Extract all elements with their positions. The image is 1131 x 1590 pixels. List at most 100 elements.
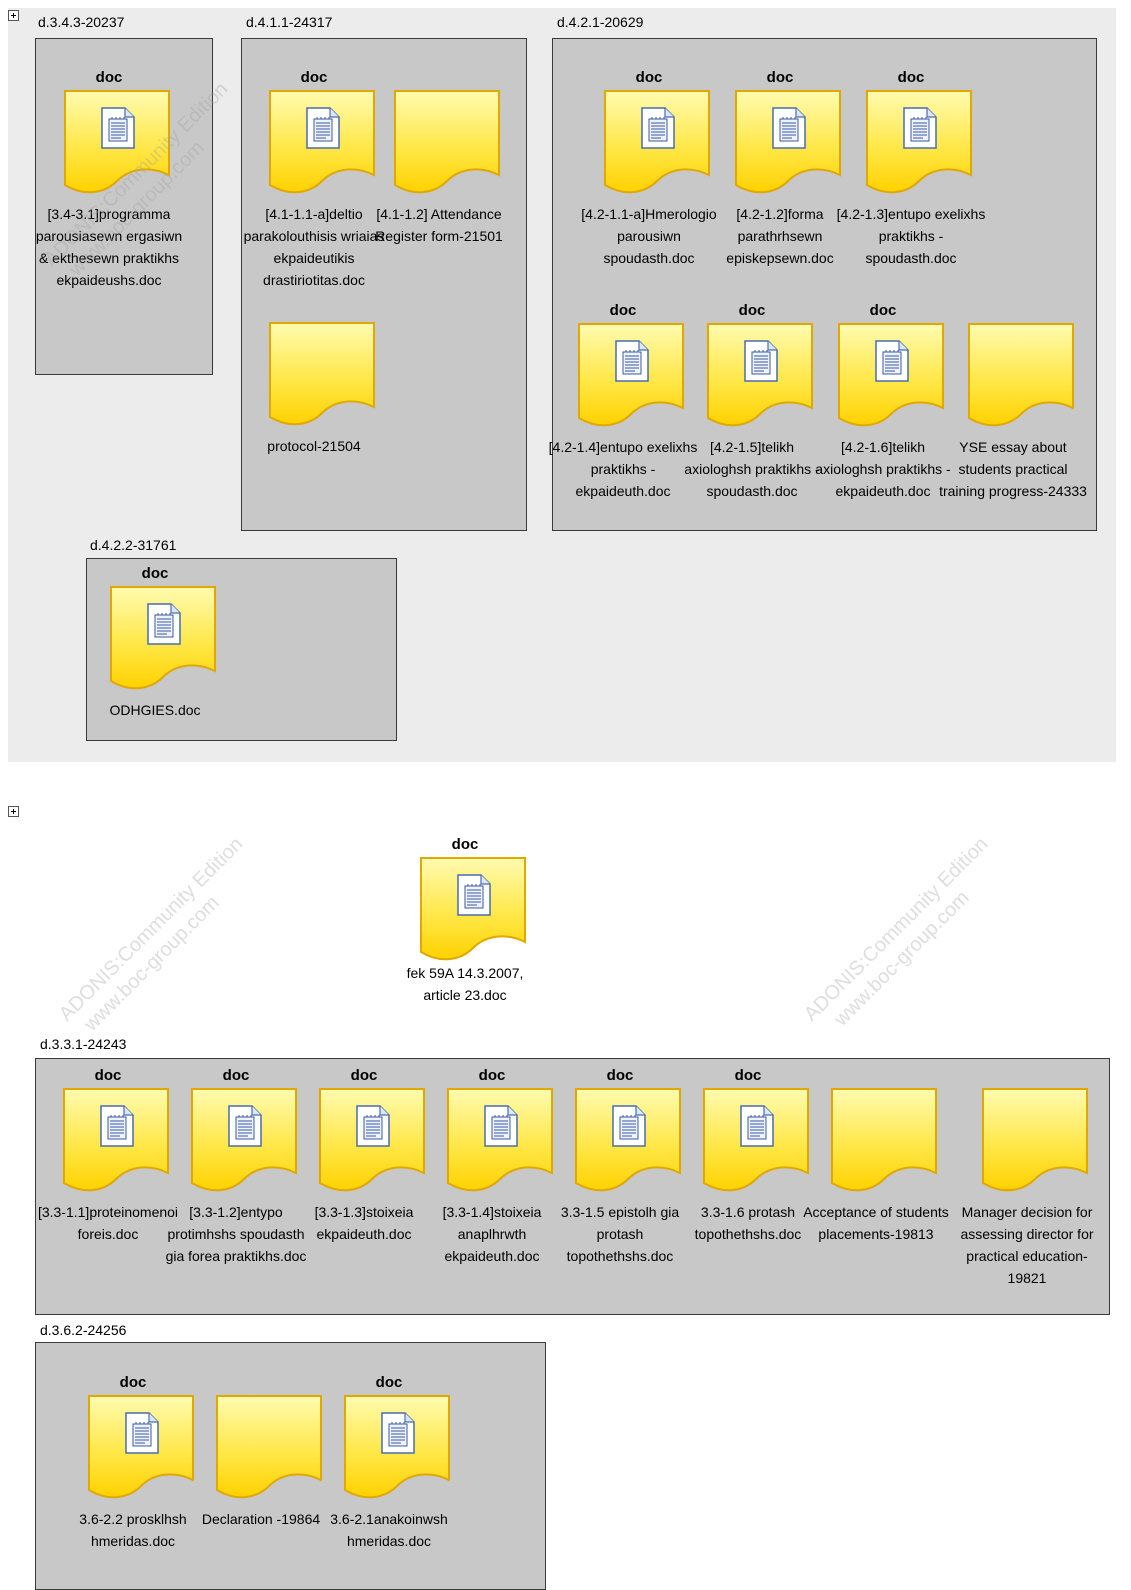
watermark-text: www.boc-group.com	[80, 891, 224, 1036]
document-icon	[615, 340, 649, 382]
document-icon	[457, 874, 491, 916]
doc-type-label	[938, 302, 1088, 320]
document-label: [4.1-1.1-a]deltio parakolouthisis wriaia…	[243, 206, 385, 288]
document-shape	[318, 1087, 426, 1195]
doc-type-label: doc	[451, 836, 479, 853]
doc-type-label: doc	[738, 302, 766, 319]
doc-type-label: doc	[869, 302, 897, 319]
watermark-text: www.boc-group.com	[830, 886, 974, 1031]
doc-type-label: doc	[606, 1067, 634, 1084]
doc-type-label: doc	[375, 1374, 403, 1391]
document-shape	[190, 1087, 298, 1195]
document-shape	[268, 89, 376, 197]
doc-type-label: doc	[478, 1067, 506, 1084]
doc-type-label	[952, 1067, 1102, 1085]
folder-title: d.3.4.3-20237	[38, 14, 125, 30]
document-shape	[734, 89, 842, 197]
document-label: 3.3-1.6 protash topothethshs.doc	[694, 1204, 802, 1242]
doc-type-label: doc	[94, 1067, 122, 1084]
document-shape	[577, 322, 685, 430]
document-label: [3.4-3.1]programma parousiasewn ergasiwn…	[35, 206, 183, 288]
document-label: [3.3-1.1]proteinomenoi foreis.doc	[37, 1204, 179, 1242]
document-icon	[100, 1105, 134, 1147]
document-shape	[343, 1394, 451, 1502]
doc-type-label: doc	[300, 69, 328, 86]
document-icon	[641, 107, 675, 149]
document-shape	[62, 1087, 170, 1195]
doc-type-label	[801, 1067, 951, 1085]
document-shape	[702, 1087, 810, 1195]
document-label: YSE essay about students practical train…	[939, 439, 1087, 499]
document-shape	[419, 856, 527, 964]
document-icon	[744, 340, 778, 382]
document-icon	[101, 107, 135, 149]
document-icon	[903, 107, 937, 149]
folder-box[interactable]: doc ODHGIES.doc	[86, 558, 397, 741]
document-icon	[381, 1412, 415, 1454]
doc-type-label: doc	[222, 1067, 250, 1084]
document-shape	[837, 322, 945, 430]
expand-toggle-bottom[interactable]	[8, 806, 19, 817]
document-shape	[109, 585, 217, 693]
document-shape	[603, 89, 711, 197]
document-shape	[830, 1087, 938, 1195]
doc-type-label: doc	[734, 1067, 762, 1084]
document-label: [3.3-1.3]stoixeia ekpaideuth.doc	[314, 1204, 414, 1242]
expand-toggle-top[interactable]	[8, 10, 19, 21]
folder-title: d.3.6.2-24256	[40, 1322, 127, 1338]
doc-type-label: doc	[609, 302, 637, 319]
document-icon	[306, 107, 340, 149]
doc-type-label: doc	[141, 565, 169, 582]
document-icon	[484, 1105, 518, 1147]
document-label: Manager decision for assessing director …	[960, 1204, 1094, 1286]
folder-box[interactable]: doc [3.3-1.1]proteinomenoi foreis.doc do…	[35, 1058, 1110, 1315]
document-label: 3.6-2.2 prosklhsh hmeridas.doc	[79, 1511, 187, 1549]
folder-box[interactable]: doc [4.2-1.1-a]Hmerologio parousiwn spou…	[549, 38, 1097, 531]
document-label: Declaration -19864	[201, 1511, 321, 1527]
document-label: [4.2-1.6]telikh axiologhsh praktikhs - e…	[815, 439, 951, 499]
document-label: [4.2-1.1-a]Hmerologio parousiwn spoudast…	[581, 206, 717, 266]
document-label: fek 59A 14.3.2007, article 23.doc	[406, 965, 524, 1003]
document-label: 3.6-2.1anakoinwsh hmeridas.doc	[330, 1511, 448, 1549]
document-icon	[147, 603, 181, 645]
doc-type-label: doc	[897, 69, 925, 86]
doc-type-label: doc	[350, 1067, 378, 1084]
document-label: protocol-21504	[267, 438, 361, 454]
doc-type-label: doc	[766, 69, 794, 86]
document-label: [4.2-1.2]forma parathrhsewn episkepsewn.…	[726, 206, 834, 266]
doc-type-label: doc	[119, 1374, 147, 1391]
document-icon	[612, 1105, 646, 1147]
folder-title: d.4.2.1-20629	[557, 14, 644, 30]
document-label: ODHGIES.doc	[109, 702, 201, 718]
doc-type-label: doc	[635, 69, 663, 86]
folder-box[interactable]: doc 3.6-2.2 prosklhsh hmeridas.doc Decla…	[35, 1342, 546, 1590]
document-icon	[772, 107, 806, 149]
folder-title: d.3.3.1-24243	[40, 1036, 127, 1052]
document-label: Acceptance of students placements-19813	[803, 1204, 949, 1242]
doc-type-label	[239, 301, 389, 319]
document-shape	[981, 1087, 1089, 1195]
doc-type-label	[364, 69, 514, 87]
document-shape	[268, 321, 376, 429]
document-shape	[706, 322, 814, 430]
document-shape	[574, 1087, 682, 1195]
document-shape	[63, 89, 171, 197]
document-label: [4.1-1.2] Attendance Register form-21501	[375, 206, 503, 244]
document-shape	[393, 89, 501, 197]
document-shape	[215, 1394, 323, 1502]
document-label: [4.2-1.3]entupo exelixhs praktikhs - spo…	[836, 206, 986, 266]
folder-title: d.4.2.2-31761	[90, 537, 177, 553]
watermark-text: ADONIS:Community Edition	[800, 833, 993, 1026]
document-icon	[228, 1105, 262, 1147]
document-icon	[356, 1105, 390, 1147]
document-label: [3.3-1.4]stoixeia anaplhrwth ekpaideuth.…	[442, 1204, 542, 1264]
folder-title: d.4.1.1-24317	[246, 14, 333, 30]
document-icon	[875, 340, 909, 382]
doc-type-label: doc	[95, 69, 123, 86]
document-shape	[87, 1394, 195, 1502]
document-icon	[740, 1105, 774, 1147]
folder-box[interactable]: doc [3.4-3.1]programma parousiasewn erga…	[35, 38, 213, 375]
folder-box[interactable]: doc [4.1-1.1-a]deltio parakolouthisis wr…	[241, 38, 527, 531]
document-shape	[967, 322, 1075, 430]
document-label: [4.2-1.4]entupo exelixhs praktikhs - ekp…	[548, 439, 698, 499]
